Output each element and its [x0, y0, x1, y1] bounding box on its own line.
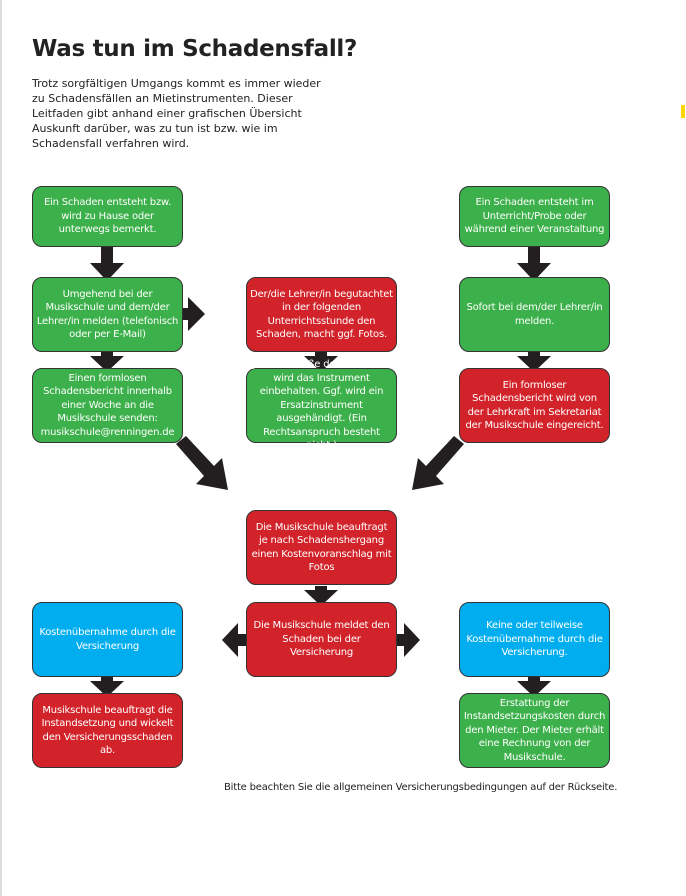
arrow-down-icon [90, 352, 124, 372]
box-cost-estimate: Die Musikschule beauftragt je nach Schad… [246, 510, 397, 585]
arrow-diagonal-icon [176, 436, 228, 490]
box-report-immediately: Umgehend bei der Musikschule und dem/der… [32, 277, 183, 352]
box-teacher-report: Ein formloser Schadensbericht wird von d… [459, 368, 610, 443]
arrow-down-icon [304, 586, 338, 606]
page-edge [0, 0, 2, 896]
intro-text: Trotz sorgfältigen Umgangs kommt es imme… [32, 77, 321, 150]
box-home-damage: Ein Schaden entsteht bzw. wird zu Hause … [32, 186, 183, 247]
arrow-down-icon [517, 677, 551, 697]
arrow-down-icon [517, 246, 551, 281]
yellow-marker [681, 105, 685, 118]
arrow-down-icon [90, 677, 124, 697]
arrow-down-icon [304, 352, 338, 372]
box-instrument-retained: Je nach Größe des Schadens wird das Inst… [246, 359, 397, 451]
footer-note: Bitte beachten Sie die allgemeinen Versi… [224, 782, 618, 793]
box-tell-teacher: Sofort bei dem/der Lehrer/in melden. [459, 277, 610, 352]
arrow-down-icon [517, 352, 551, 372]
page-title: Was tun im Schadensfall? [32, 36, 358, 62]
box-tenant-pays: Erstattung der Instandsetzungskosten dur… [459, 693, 610, 768]
box-insurance-covers: Kostenübernahme durch die Versicherung [32, 602, 183, 677]
box-lesson-damage: Ein Schaden entsteht im Unterricht/Probe… [459, 186, 610, 247]
box-school-repairs: Musikschule beauftragt die Instandsetzun… [32, 693, 183, 768]
arrow-right-icon [396, 623, 420, 657]
arrow-left-icon [222, 623, 246, 657]
box-no-coverage: Keine oder teilweise Kostenübernahme dur… [459, 602, 610, 677]
box-notify-insurance: Die Musikschule meldet den Schaden bei d… [246, 602, 397, 677]
arrow-diagonal-icon [412, 436, 464, 490]
arrow-down-icon [90, 246, 124, 281]
box-send-report: Einen formlosen Schadensbericht innerhal… [32, 368, 183, 443]
arrow-right-icon [183, 297, 205, 331]
box-teacher-inspects: Der/die Lehrer/in begutachtet in der fol… [246, 277, 397, 352]
